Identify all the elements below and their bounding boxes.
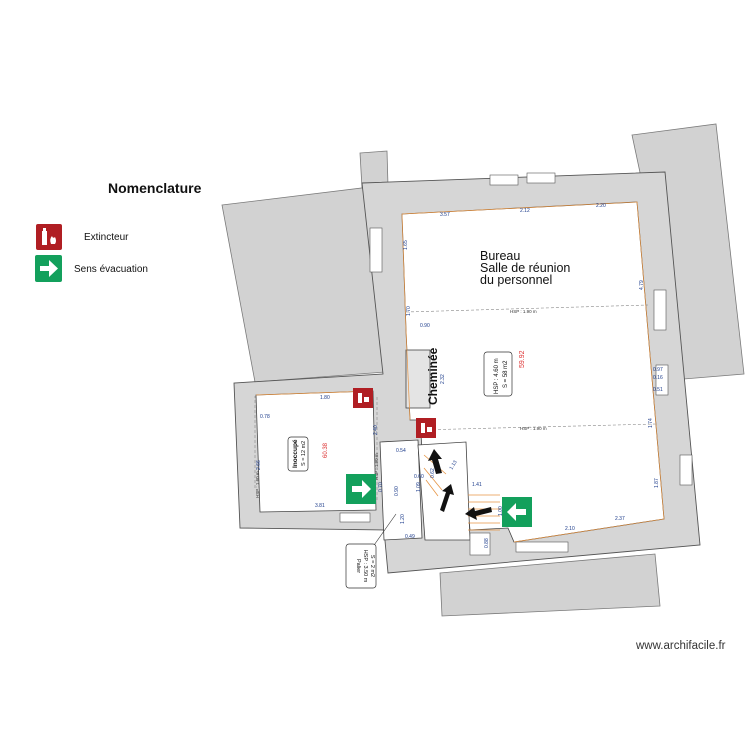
palier-surface: S = 2 m2: [369, 555, 375, 577]
arrow-left-icon: [465, 507, 492, 520]
hsp-lines: [254, 304, 657, 500]
dimension-labels-vertical: 1.65 4.79 1.70 2.32 1.74 1.87 2.66 2.40 …: [256, 240, 660, 548]
dim-label: 1.20: [400, 514, 406, 524]
dim-label: 1.87: [654, 478, 660, 488]
evacuation-arrow-icon: [346, 474, 376, 504]
cheminee-block: [405, 349, 431, 409]
fire-extinguisher-icon: [353, 388, 373, 408]
room-label-bureau: Bureau Salle de réunion du personnel: [480, 249, 571, 287]
window-south: [515, 541, 569, 553]
dim-label: 0.88: [484, 538, 490, 548]
window-north-2: [526, 172, 556, 184]
window-inoccupe: [339, 512, 371, 523]
inoccupe-info-box: Inoccupé S = 12 m2 60.38: [287, 436, 329, 472]
hsp-label: HSP : 1.90 m: [510, 309, 537, 314]
bureau-hsp: HSP : 4.60 m: [494, 358, 500, 394]
dim-label: 3.81: [315, 503, 325, 509]
dim-label: 0.60: [414, 474, 424, 480]
dim-label: 0.70: [378, 482, 384, 492]
dim-label: 0.51: [653, 387, 663, 393]
hsp-label: HSP : 1.60 m: [255, 471, 260, 498]
room-label-line: Salle de réunion: [480, 261, 571, 275]
dim-label: 3.57: [440, 212, 450, 218]
dim-label: 0.54: [396, 448, 406, 454]
inoccupe-surface: S = 12 m2: [301, 441, 307, 466]
room-palier-floor: [379, 439, 423, 541]
palier-hsp: HSP : 3.50 m: [362, 550, 368, 583]
dim-label: 0.97: [653, 367, 663, 373]
dim-label: 1.70: [406, 306, 412, 316]
dim-label: 0.16: [653, 375, 663, 381]
stair-bottom-opening: [469, 532, 491, 556]
dim-label: 1.00: [498, 506, 504, 516]
window-north-1: [489, 174, 519, 186]
dim-label: 1.65: [403, 240, 409, 250]
legend-label-evacuation: Sens évacuation: [74, 264, 148, 275]
dim-label: 0.62: [430, 468, 436, 478]
dim-label: 2.32: [440, 374, 446, 384]
evacuation-direction-arrows: [428, 449, 492, 520]
bureau-info-box: HSP : 4.60 m S = 58 m2 59.92: [483, 350, 526, 397]
room-label-line: Bureau: [480, 249, 521, 263]
hsp-labels: HSP : 1.90 m HSP : 1.90 m HSP : 1.60 m H…: [255, 309, 547, 498]
dim-label: 2.20: [596, 203, 606, 209]
neighbor-building-west: [221, 186, 386, 383]
dim-label: 0.90: [420, 323, 430, 329]
evacuation-arrow-icon: [502, 497, 532, 527]
legend-label-extincteur: Extincteur: [84, 232, 129, 243]
dim-label: 1.13: [449, 459, 459, 471]
inoccupe-name: Inoccupé: [292, 439, 299, 468]
dim-label: 2.40: [373, 425, 379, 435]
dim-label: 2.37: [615, 516, 625, 522]
dim-label: 0.78: [260, 414, 270, 420]
dimension-labels: 3.57 2.12 2.20 0.90 0.60 0.54 1.41 2.10 …: [260, 203, 663, 540]
hsp-label: HSP : 1.90 m: [520, 426, 547, 431]
dim-label: 0.49: [405, 534, 415, 540]
palier-name: Palier: [355, 559, 361, 573]
arrow-up-icon: [440, 484, 454, 512]
bureau-perimeter: 59.92: [519, 350, 526, 368]
window-west: [369, 227, 383, 273]
dim-label: 1.41: [472, 482, 482, 488]
evacuation-arrow-icon: [35, 255, 62, 282]
room-label-line: du personnel: [480, 273, 553, 287]
arrow-up-icon: [428, 449, 442, 474]
cheminee-label: Cheminée: [426, 347, 440, 405]
window-east-1: [653, 289, 667, 331]
legend-title: Nomenclature: [108, 180, 202, 196]
dim-label: 2.12: [520, 208, 530, 214]
neighbor-building-south: [439, 553, 661, 617]
fire-extinguisher-icon: [416, 418, 436, 438]
dim-label: 4.79: [639, 280, 645, 290]
window-east-2: [655, 364, 669, 396]
window-east-3: [679, 454, 693, 486]
watermark: www.archifacile.fr: [636, 640, 726, 652]
hsp-label: HSP : 1.90 m: [374, 453, 379, 480]
dim-label: 1.80: [320, 395, 330, 401]
dim-label: 1.09: [416, 482, 422, 492]
fire-extinguisher-icon: [36, 224, 62, 250]
dim-label: 2.66: [256, 460, 262, 470]
dim-label: 0.90: [394, 486, 400, 496]
dim-label: 2.10: [565, 526, 575, 532]
bureau-surface: S = 58 m2: [503, 360, 509, 388]
palier-info-box: Palier HSP : 3.50 m S = 2 m2: [345, 513, 397, 589]
dim-label: 1.74: [648, 418, 654, 428]
inoccupe-perimeter: 60.38: [323, 442, 329, 458]
